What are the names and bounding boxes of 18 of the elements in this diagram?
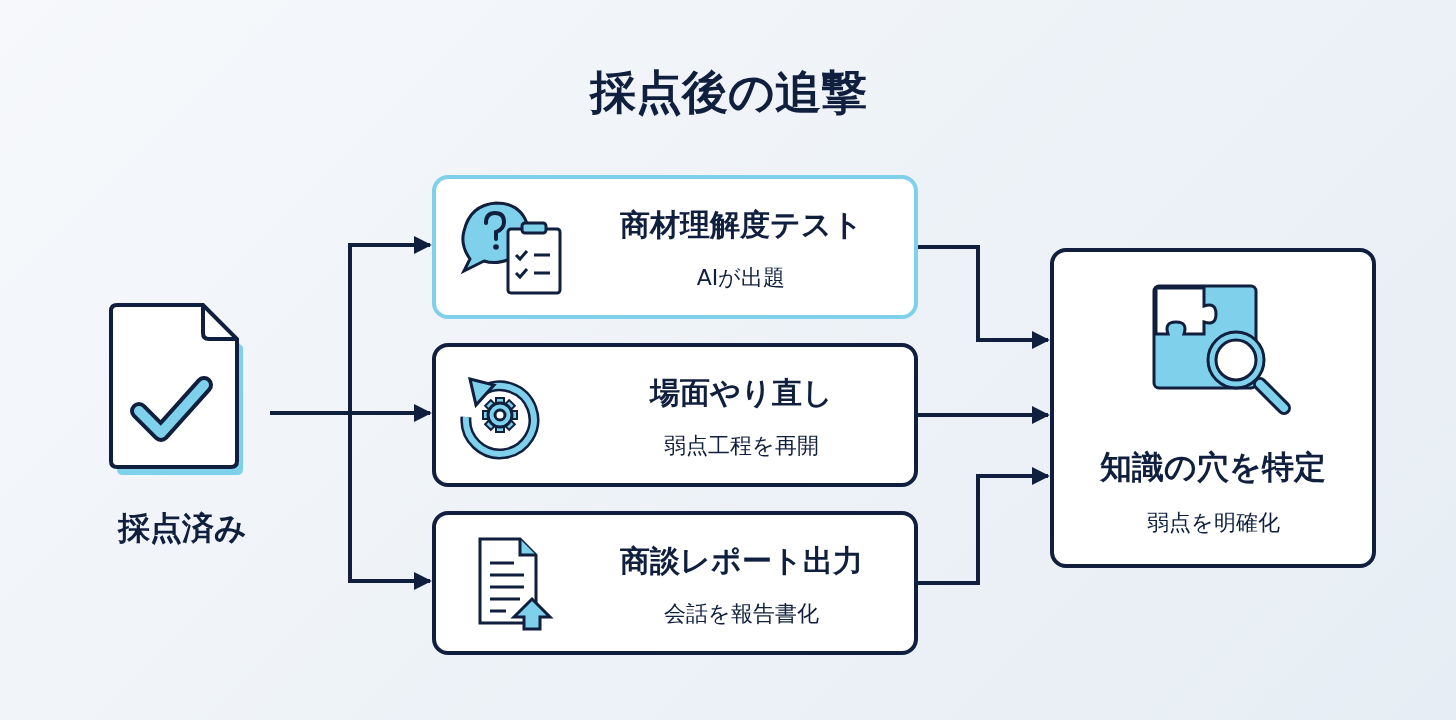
- box-subtitle: AIが出題: [695, 264, 787, 292]
- box-title: 商材理解度テスト: [618, 206, 864, 244]
- box-subtitle: 弱点を明確化: [1145, 509, 1281, 537]
- process-box: [1050, 248, 1376, 568]
- box-subtitle: 弱点工程を再開: [662, 432, 820, 460]
- arrow: [270, 411, 432, 590]
- box-title: 知識の穴を特定: [1099, 447, 1327, 488]
- box-subtitle: 会話を報告書化: [662, 600, 820, 628]
- process-box: [432, 343, 918, 487]
- title: 採点後の追撃: [588, 64, 868, 121]
- node-label: 採点済み: [116, 508, 248, 549]
- arrow: [918, 406, 1050, 424]
- process-box: [432, 511, 918, 655]
- arrow: [918, 245, 1050, 349]
- box-title: 商談レポート出力: [618, 542, 864, 580]
- process-box: [432, 175, 918, 319]
- box-title: 場面やり直し: [648, 374, 834, 412]
- arrow: [918, 467, 1050, 585]
